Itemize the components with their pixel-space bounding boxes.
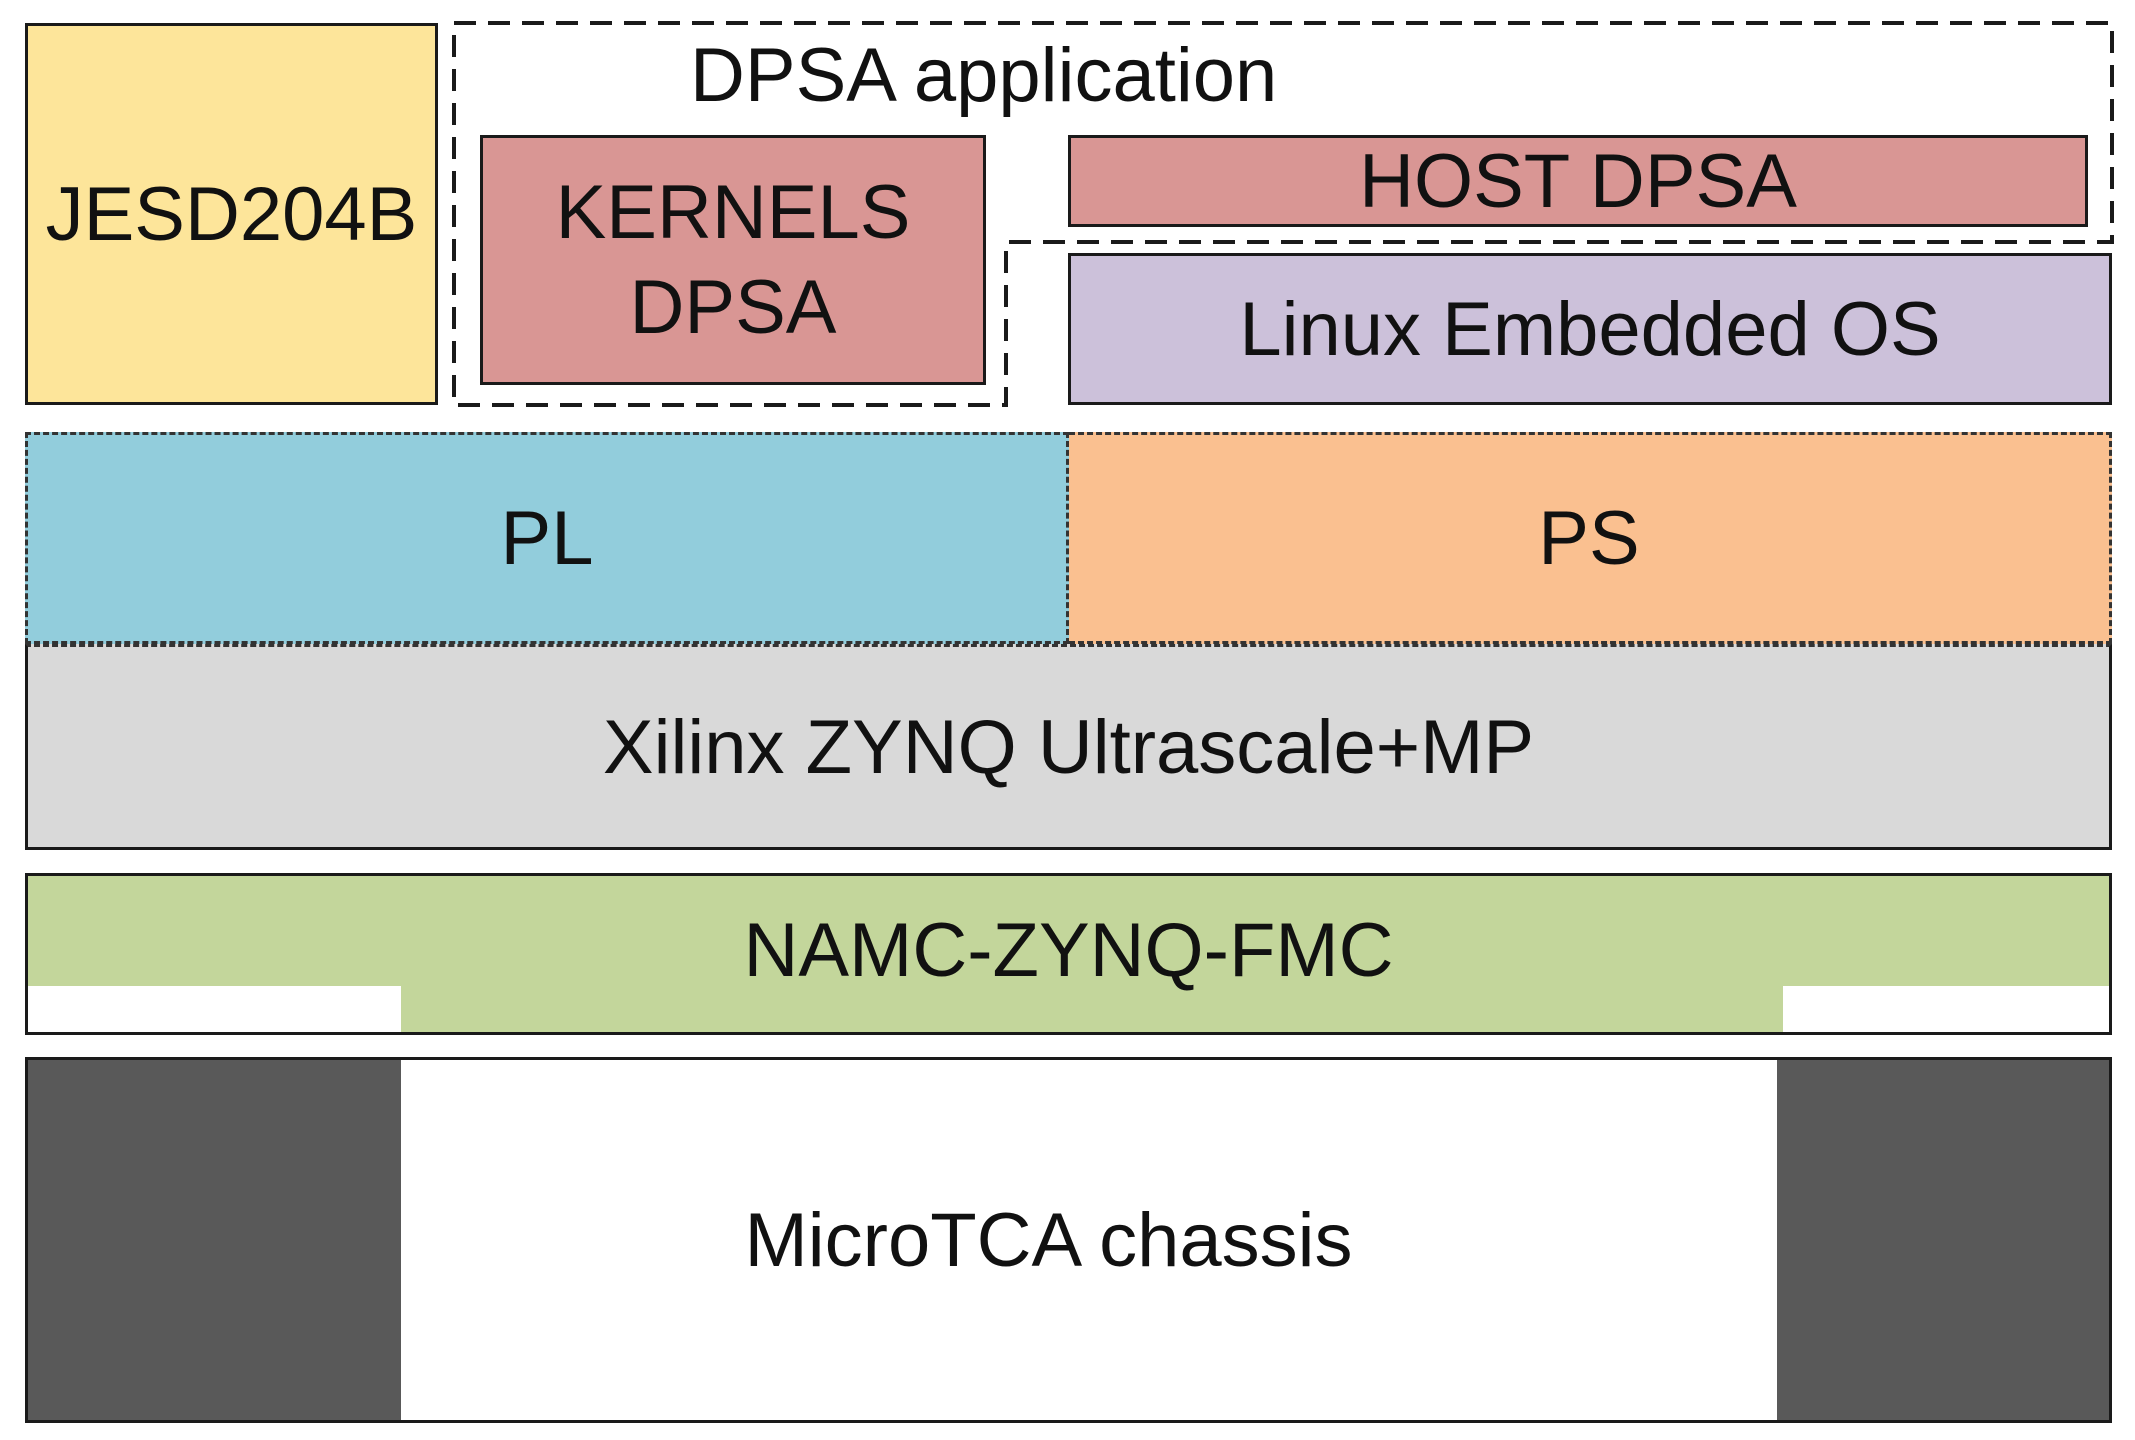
jesd204b-label: JESD204B [45, 171, 418, 257]
host-dpsa-label: HOST DPSA [1359, 138, 1797, 224]
zynq-label: Xilinx ZYNQ Ultrascale+MP [602, 704, 1535, 790]
linux-os-label: Linux Embedded OS [1239, 286, 1941, 372]
dpsa-application-label: DPSA application [690, 32, 1278, 118]
ps-block: PS [1069, 432, 2112, 644]
microtca-label: MicroTCA chassis [744, 1197, 1353, 1283]
kernels-line2: DPSA [629, 265, 837, 350]
dpsa-application-title: DPSA application [690, 33, 1350, 118]
chassis-right-slot [1777, 1060, 2109, 1420]
microtca-chassis-block: MicroTCA chassis [25, 1057, 2112, 1423]
ps-label: PS [1538, 495, 1640, 581]
namc-label: NAMC-ZYNQ-FMC [743, 907, 1394, 993]
zynq-block: Xilinx ZYNQ Ultrascale+MP [25, 644, 2112, 850]
kernels-dpsa-block: KERNELS DPSA [480, 135, 986, 385]
kernels-line1: KERNELS [555, 170, 911, 255]
linux-os-block: Linux Embedded OS [1068, 253, 2112, 405]
pl-label: PL [500, 495, 594, 581]
pl-block: PL [25, 432, 1069, 644]
namc-green-center [401, 876, 1783, 1032]
host-dpsa-block: HOST DPSA [1068, 135, 2088, 227]
chassis-left-slot [28, 1060, 401, 1420]
jesd204b-block: JESD204B [25, 23, 438, 405]
namc-block: NAMC-ZYNQ-FMC [25, 873, 2112, 1035]
